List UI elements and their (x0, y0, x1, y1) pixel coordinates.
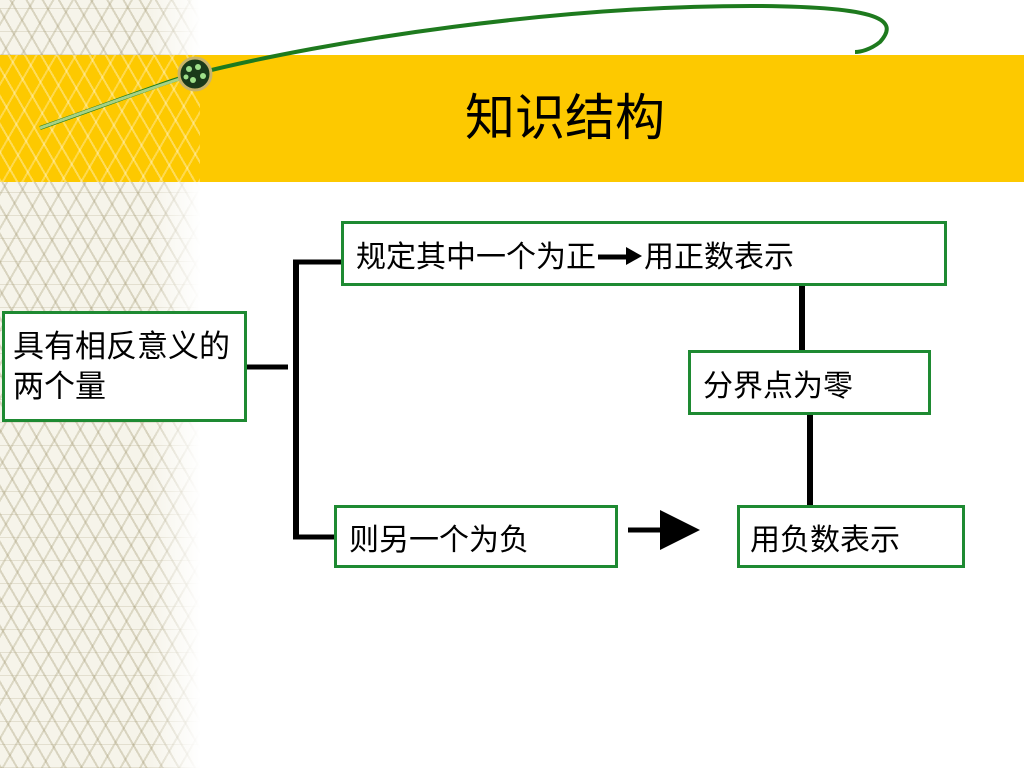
arrow-right-icon (598, 246, 642, 265)
title-band-pattern (0, 55, 200, 182)
decor-curve-highlight (39, 72, 196, 130)
title-band (0, 55, 1024, 182)
box-opposite-label: 具有相反意义的两个量 (13, 328, 230, 405)
negative-rule-label: 则另一个为负 (349, 522, 529, 558)
box-opposite-quantities: 具有相反意义的两个量 (2, 311, 247, 422)
negative-representation-label: 用负数表示 (750, 522, 900, 558)
box-negative-representation: 用负数表示 (737, 505, 965, 568)
bead-icon (177, 56, 213, 92)
boundary-label: 分界点为零 (703, 368, 853, 404)
box-boundary-zero: 分界点为零 (688, 350, 931, 415)
box-negative-branch: 则另一个为负 (334, 505, 618, 568)
positive-representation-label: 用正数表示 (644, 239, 794, 275)
page-title: 知识结构 (465, 89, 665, 147)
positive-rule-label: 规定其中一个为正 (356, 239, 596, 275)
box-positive-branch: 规定其中一个为正 用正数表示 (341, 221, 947, 286)
